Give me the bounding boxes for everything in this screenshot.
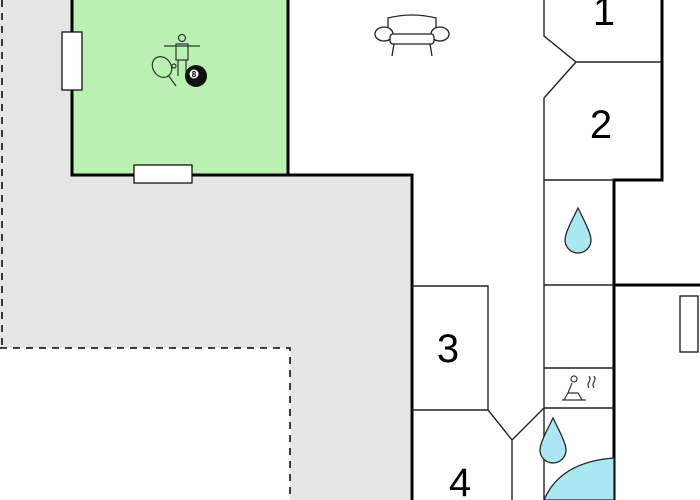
- window-game-room-bottom: [133, 164, 193, 184]
- utility-room: [544, 295, 699, 369]
- bedroom-1: 1: [543, 0, 662, 63]
- sauna-icon: [562, 375, 596, 401]
- water-drop-icon: [564, 206, 592, 254]
- billiard-ball-icon: 8: [185, 65, 207, 87]
- table-football-icon: [164, 33, 200, 76]
- game-room: 8: [61, 0, 290, 184]
- room-number-3: 3: [437, 327, 459, 371]
- table-tennis-icon: [151, 56, 177, 87]
- svg-text:8: 8: [192, 70, 197, 79]
- room-number-1: 1: [593, 0, 615, 34]
- terrace-area: [0, 0, 410, 500]
- room-number-4: 4: [449, 461, 471, 500]
- window-right: [679, 295, 699, 353]
- room-number-2: 2: [590, 103, 612, 147]
- bathroom-lower: [539, 416, 615, 500]
- bedroom-4: 4: [449, 440, 513, 500]
- bedroom-3: 3: [412, 285, 545, 442]
- water-drop-icon: [539, 416, 567, 464]
- sofa-icon: [374, 14, 450, 57]
- pool: [543, 457, 615, 500]
- window-game-room-left: [61, 31, 83, 91]
- sauna: [544, 375, 614, 409]
- bedroom-2: 2: [543, 61, 614, 181]
